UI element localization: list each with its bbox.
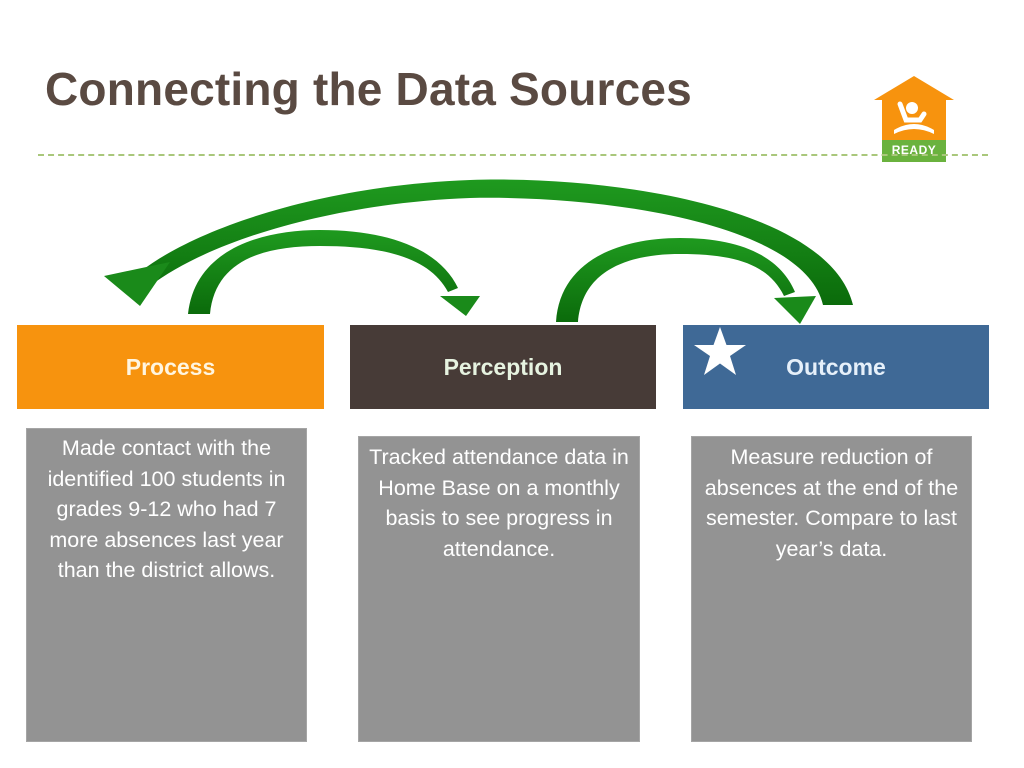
header-process: Process bbox=[17, 325, 324, 409]
body-process: Made contact with the identified 100 stu… bbox=[26, 428, 307, 742]
page-title: Connecting the Data Sources bbox=[45, 63, 692, 115]
body-outcome: Measure reduction of absences at the end… bbox=[691, 436, 972, 742]
arrowhead-perception bbox=[440, 296, 480, 316]
arrow-perception-to-outcome bbox=[556, 238, 795, 322]
header-outcome: Outcome bbox=[683, 325, 989, 409]
star-icon bbox=[694, 327, 746, 375]
title-divider bbox=[38, 154, 988, 156]
header-outcome-label: Outcome bbox=[786, 353, 886, 380]
arrowhead-process bbox=[104, 262, 170, 306]
header-perception: Perception bbox=[350, 325, 656, 409]
header-process-label: Process bbox=[125, 353, 216, 380]
arrow-outcome-to-process bbox=[140, 179, 853, 305]
logo-label: READY bbox=[891, 143, 937, 157]
ready-logo-icon bbox=[874, 76, 954, 162]
body-perception: Tracked attendance data in Home Base on … bbox=[358, 436, 640, 742]
header-perception-label: Perception bbox=[443, 353, 563, 380]
arrow-process-to-perception bbox=[188, 230, 458, 314]
arrowhead-outcome bbox=[774, 296, 816, 324]
